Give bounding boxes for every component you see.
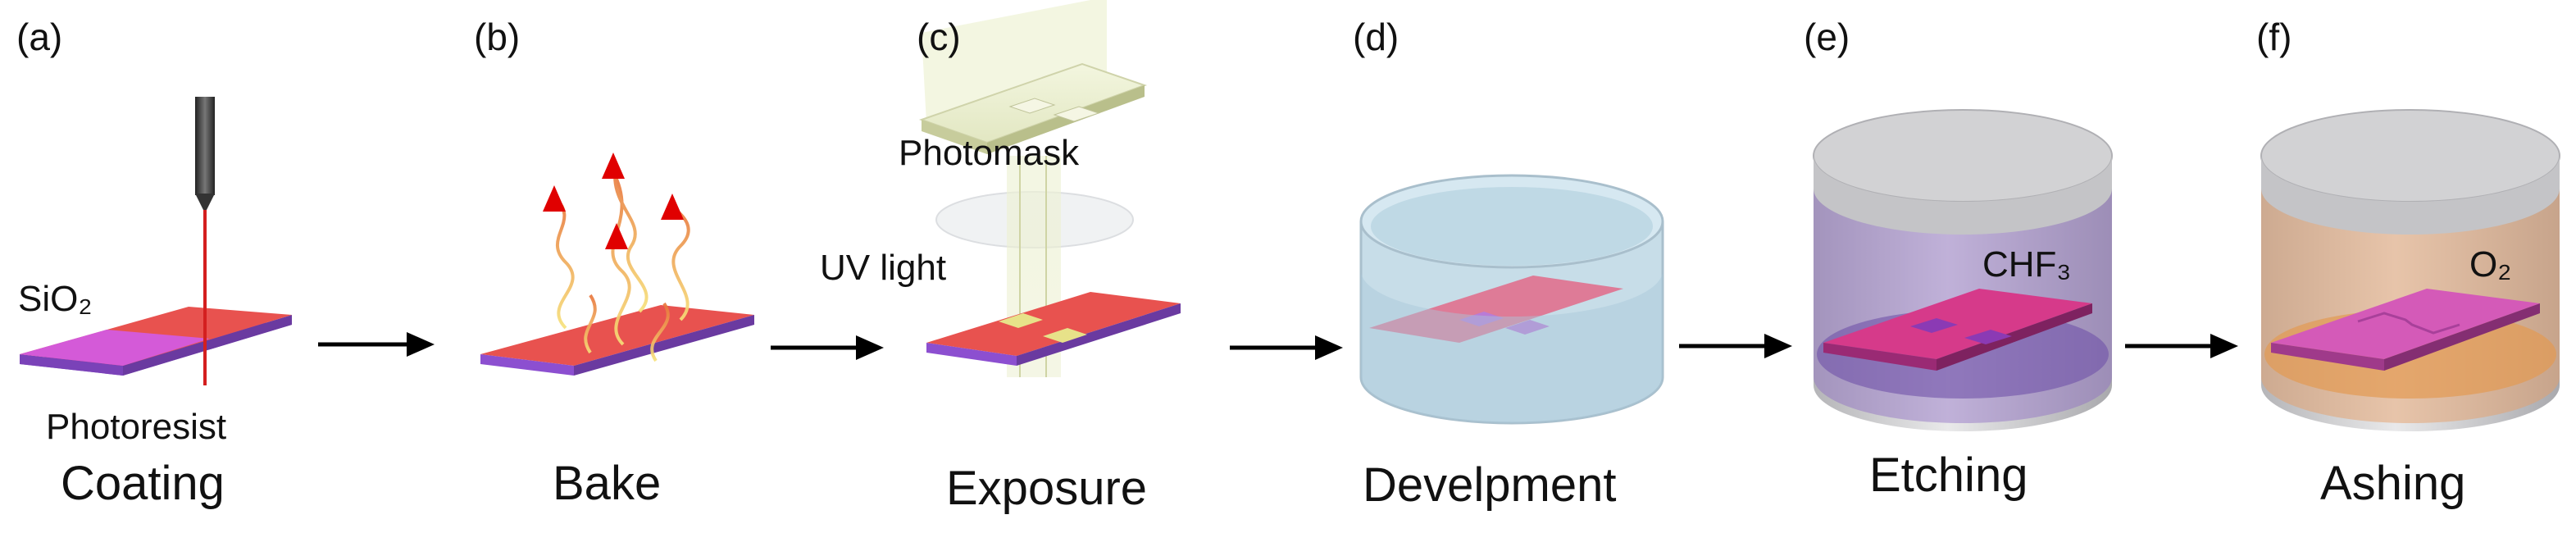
process-arrow-2 bbox=[771, 335, 884, 360]
chamber-lid bbox=[1813, 109, 2113, 203]
sio2-region bbox=[20, 330, 210, 366]
exposure-wafer bbox=[926, 292, 1181, 356]
step-label-development: Develpment bbox=[1363, 458, 1617, 512]
ashed-wafer bbox=[2271, 289, 2540, 359]
chf3-label: CHF₃ bbox=[1982, 244, 2072, 285]
uv-light-label: UV light bbox=[820, 248, 947, 288]
etched-wafer bbox=[1823, 289, 2092, 359]
process-arrow-3 bbox=[1230, 335, 1343, 360]
etching-chamber bbox=[1813, 109, 2113, 431]
photoresist-label: Photoresist bbox=[46, 407, 227, 447]
heat-arrow-2 bbox=[602, 153, 625, 179]
ashing-chamber bbox=[2260, 109, 2560, 431]
panel-label-c: (c) bbox=[917, 16, 961, 58]
step-label-coating: Coating bbox=[61, 457, 225, 510]
developed-wafer bbox=[1369, 276, 1623, 343]
heat-arrow-3 bbox=[605, 223, 628, 249]
heat-waves bbox=[553, 163, 690, 362]
coating-wafer bbox=[20, 307, 292, 376]
heat-arrow-4 bbox=[661, 194, 684, 220]
panel-label-d: (d) bbox=[1353, 16, 1400, 58]
panel-label-f: (f) bbox=[2256, 16, 2292, 58]
bake-wafer bbox=[480, 305, 754, 376]
process-arrow-5 bbox=[2125, 334, 2238, 358]
photomask-label: Photomask bbox=[899, 133, 1080, 173]
panel-label-a: (a) bbox=[16, 16, 63, 58]
heat-arrows bbox=[543, 153, 684, 249]
step-label-bake: Bake bbox=[553, 457, 662, 510]
step-label-etching: Etching bbox=[1869, 449, 2028, 502]
panel-label-b: (b) bbox=[474, 16, 521, 58]
chamber-lid bbox=[2260, 109, 2560, 203]
exposure-assembly bbox=[918, 0, 1181, 377]
sio2-label: SiO₂ bbox=[18, 279, 93, 319]
o2-label: O₂ bbox=[2469, 244, 2512, 285]
dispense-needle bbox=[195, 97, 215, 385]
process-arrow-1 bbox=[318, 332, 435, 357]
panel-label-e: (e) bbox=[1804, 16, 1850, 58]
step-label-exposure: Exposure bbox=[946, 462, 1148, 515]
step-label-ashing: Ashing bbox=[2320, 457, 2466, 510]
heat-arrow-1 bbox=[543, 185, 566, 212]
process-arrow-4 bbox=[1679, 334, 1792, 358]
development-dish bbox=[1359, 174, 1664, 425]
